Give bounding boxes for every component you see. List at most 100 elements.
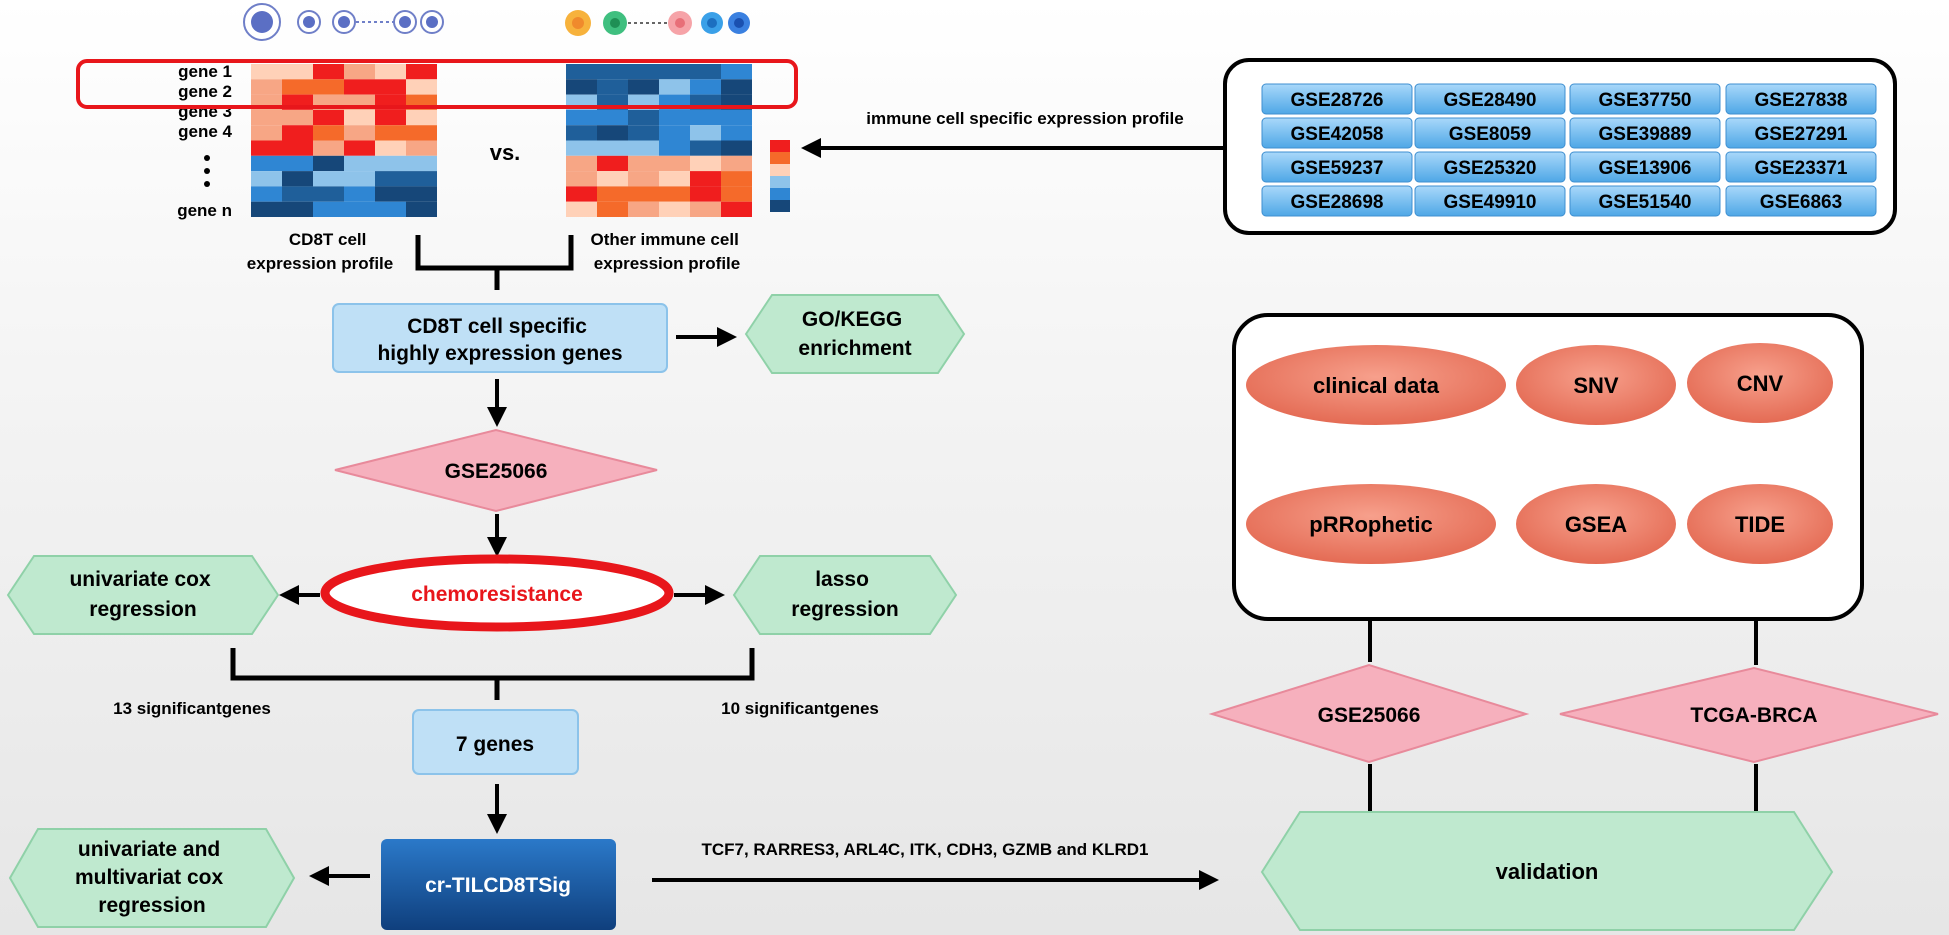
heatmap-cell (344, 109, 375, 126)
tide-ellipse (1687, 484, 1833, 564)
dataset-tile-label: GSE23371 (1755, 158, 1848, 179)
dataset-tile-label: GSE28490 (1444, 90, 1537, 111)
heatmap-cell (628, 186, 659, 202)
dataset-tile (1569, 83, 1721, 115)
heatmap-cell (659, 186, 690, 202)
heatmap-cell (313, 125, 344, 141)
specific-genes-label: CD8T cell specific highly expression gen… (377, 315, 622, 365)
heatmap-cell (690, 109, 721, 126)
heatmap-cell (628, 109, 659, 126)
heatmap-cell (251, 140, 282, 156)
analysis-label: CNV (1737, 371, 1784, 396)
heatmap-cell (406, 64, 437, 80)
analysis-label: pRRophetic (1309, 512, 1432, 537)
heatmap-cell (566, 155, 597, 172)
heatmap-cell (375, 186, 406, 202)
heatmap-cell (721, 155, 752, 172)
heatmap-cell (282, 155, 313, 172)
gene-label: gene 2 (178, 82, 232, 101)
heatmap-cell (313, 201, 344, 217)
other-immune-heatmap (566, 64, 752, 217)
heatmap-cell (721, 125, 752, 141)
cd8t-heatmap (251, 64, 437, 217)
dataset-tile (1569, 151, 1721, 183)
heatmap-cell (721, 201, 752, 217)
highlight-rectangle (76, 59, 798, 109)
validation-tcga-label: TCGA-BRCA (1690, 704, 1817, 727)
dataset-tile (1569, 185, 1721, 217)
heatmap-cell (566, 171, 597, 187)
heatmap-cell (721, 79, 752, 95)
validation-gse-label: GSE25066 (1318, 704, 1421, 727)
enrichment-label: GO/KEGG enrichment (798, 308, 911, 360)
heatmap-cell (628, 140, 659, 156)
left-gene-count: 13 significantgenes (113, 699, 271, 718)
clinical-data-ellipse (1246, 345, 1506, 425)
heatmap-cell (597, 201, 628, 217)
multivariate-hexagon (8, 828, 296, 928)
heatmap-cell (313, 109, 344, 126)
heatmap-cell (690, 79, 721, 95)
heatmap-cell (690, 155, 721, 172)
heatmap-cell (251, 64, 282, 80)
heatmap-cell (344, 171, 375, 187)
dataset-tile (1261, 151, 1413, 183)
color-scale-step (770, 176, 790, 188)
dataset-tile-label: GSE37750 (1599, 90, 1692, 111)
heatmap-cell (659, 171, 690, 187)
heatmap-cell (566, 140, 597, 156)
heatmap-cell (628, 201, 659, 217)
heatmap-cell (566, 109, 597, 126)
univariate-label: univariate cox regression (69, 568, 216, 621)
analysis-label: SNV (1573, 373, 1619, 398)
prrophetic-ellipse (1246, 484, 1496, 564)
analysis-label: GSEA (1565, 512, 1627, 537)
chemoresistance-ellipse (320, 554, 674, 632)
dataset-tile (1725, 151, 1877, 183)
analysis-ellipses (1246, 343, 1833, 564)
analysis-label: TIDE (1735, 512, 1785, 537)
dataset-tile-label: GSE39889 (1599, 124, 1692, 145)
heatmap-cell (566, 125, 597, 141)
dataset-tile (1725, 83, 1877, 115)
dataset-tile (1261, 185, 1413, 217)
heatmap-cell (597, 155, 628, 172)
heatmap-cell (628, 64, 659, 80)
heatmap-cell (251, 125, 282, 141)
heatmap-cell (251, 201, 282, 217)
validation-tcga-diamond (1559, 666, 1939, 764)
heatmap-cell (375, 109, 406, 126)
heatmap-cell (406, 125, 437, 141)
vertical-ellipsis (204, 155, 210, 187)
dataset-tile (1725, 185, 1877, 217)
multivariate-label: univariate and multivariat cox regressio… (75, 838, 229, 917)
heatmap-cell (659, 125, 690, 141)
dataset-tile-label: GSE59237 (1291, 158, 1384, 179)
dataset-tile (1414, 83, 1566, 115)
heatmap-cell (690, 140, 721, 156)
heatmap-cell (344, 64, 375, 80)
heatmap-cell (721, 64, 752, 80)
heatmap-cell (251, 171, 282, 187)
dataset-tile-label: GSE13906 (1599, 158, 1692, 179)
color-scale-step (770, 140, 790, 152)
validation-label: validation (1496, 859, 1599, 884)
cd8t-caption: CD8T cell expression profile (247, 230, 393, 273)
color-scale-step (770, 188, 790, 200)
heatmap-cell (375, 140, 406, 156)
gene-list: TCF7, RARRES3, ARL4C, ITK, CDH3, GZMB an… (701, 840, 1148, 859)
heatmap-cell (597, 64, 628, 80)
heatmap-cell (375, 155, 406, 172)
heatmap-cell (375, 125, 406, 141)
heatmap-cell (344, 79, 375, 95)
heatmap-cell (375, 171, 406, 187)
heatmap-cell (628, 125, 659, 141)
dataset-tile-label: GSE42058 (1291, 124, 1384, 145)
heatmap-cell (375, 201, 406, 217)
heatmap-cell (690, 186, 721, 202)
heatmap-cell (406, 171, 437, 187)
dataset-tile-label: GSE25320 (1444, 158, 1537, 179)
heatmap-cell (659, 79, 690, 95)
validation-gse-diamond (1208, 663, 1530, 764)
